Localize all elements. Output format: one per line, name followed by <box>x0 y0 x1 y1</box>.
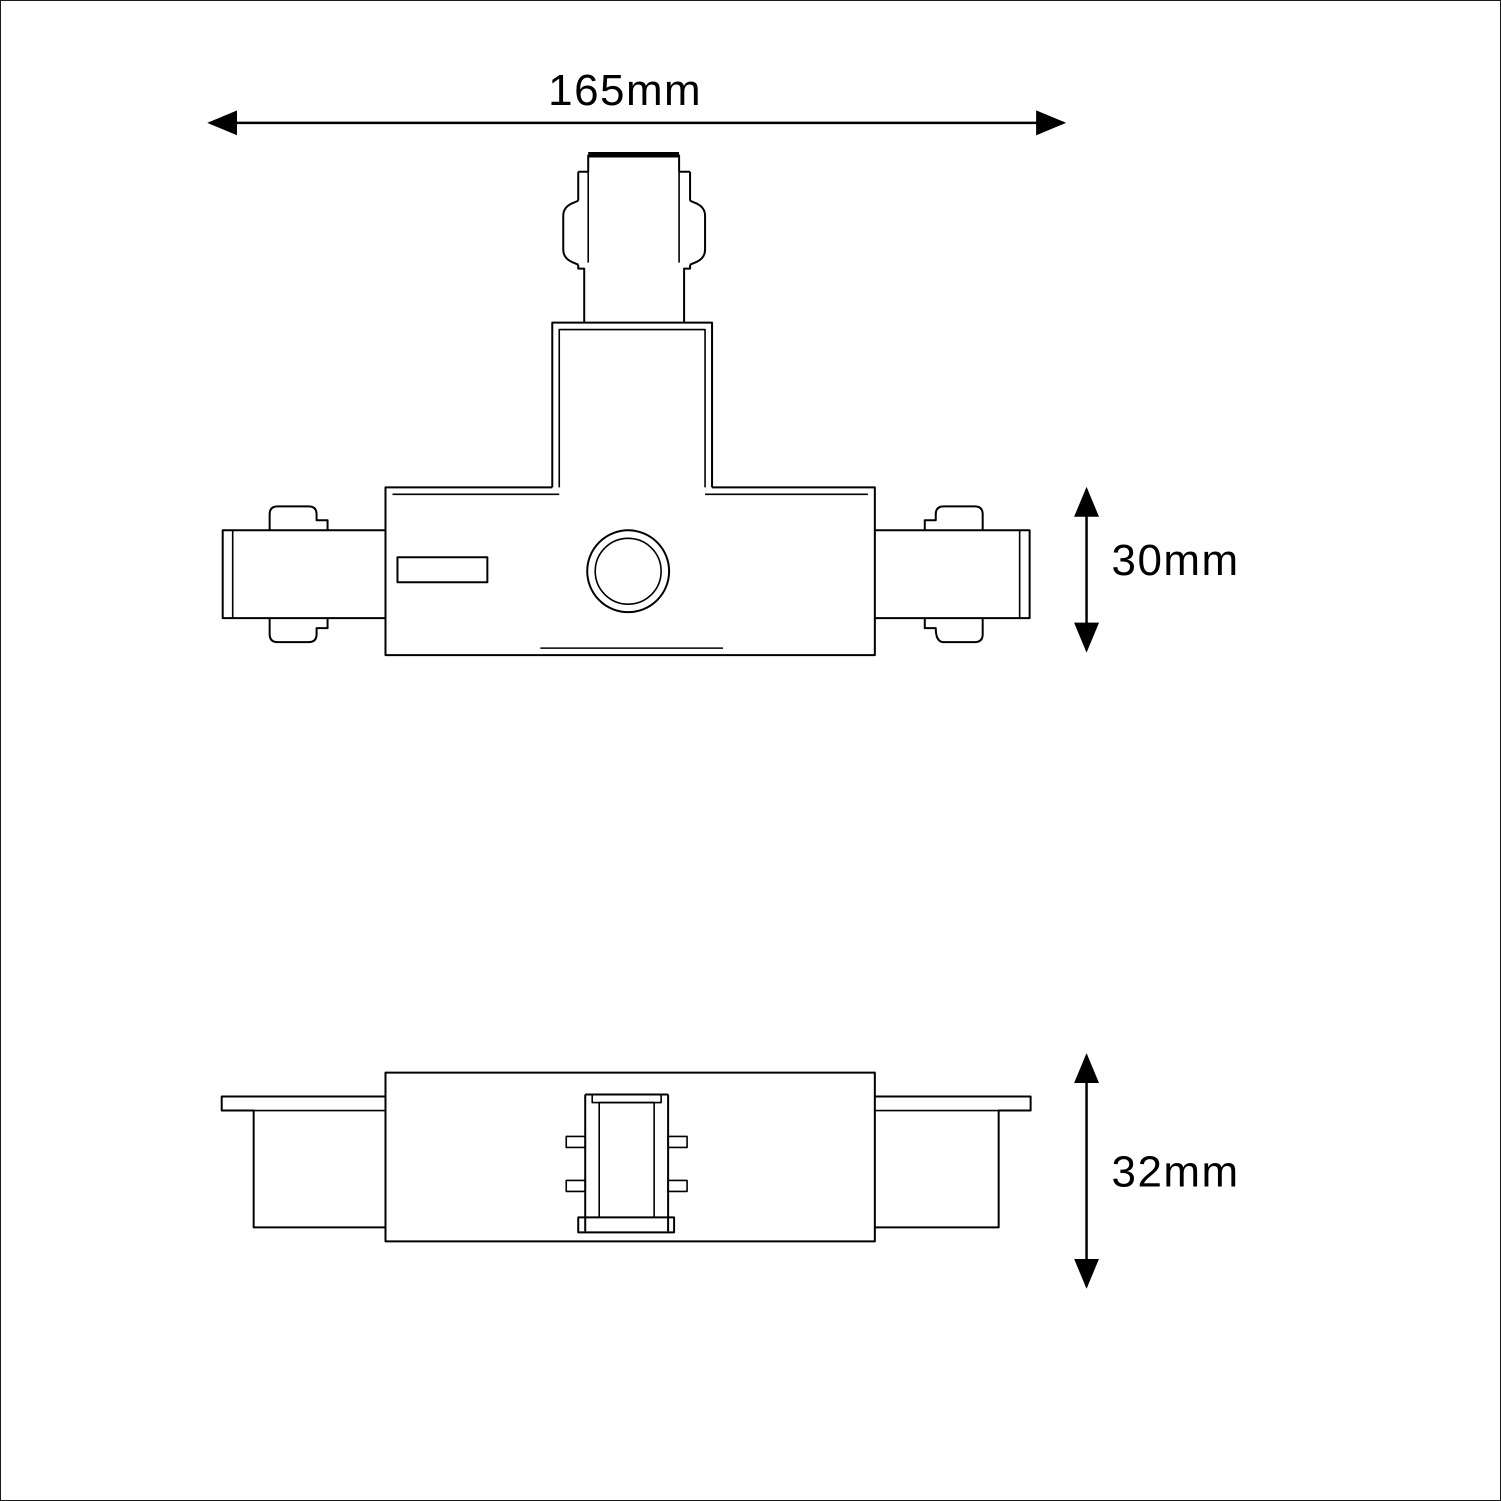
contact-block-bottom-cap <box>577 1216 676 1234</box>
width-dimension-label: 165mm <box>548 66 702 115</box>
contact-pin-right-lower <box>667 1179 688 1193</box>
height-32-dimension-label: 32mm <box>1112 1147 1240 1196</box>
top-plug <box>562 152 707 323</box>
label-slot <box>396 556 489 584</box>
plug-neck <box>577 264 692 323</box>
housing-outline <box>384 486 876 657</box>
plug-inner-sides <box>587 171 680 263</box>
side-left-rail-outline <box>220 1095 386 1229</box>
left-rail-bottom-clip <box>268 618 329 644</box>
center-knob-outer-circle <box>586 529 671 614</box>
contact-block-outline <box>584 1093 670 1232</box>
vertical-branch-body <box>551 321 714 488</box>
right-rail-bottom-clip <box>923 618 984 644</box>
top-view-drawing <box>221 152 1031 657</box>
branch-outer-wall <box>551 321 714 488</box>
side-view-height-dimension: 32mm <box>1074 1053 1240 1289</box>
side-left-rail <box>220 1095 386 1229</box>
plug-right-tab <box>689 199 707 266</box>
right-rail-outline <box>874 529 1031 620</box>
left-rail-top-clip <box>268 505 329 531</box>
plug-outer-sides <box>577 171 692 201</box>
contact-block-inner-walls <box>598 1101 655 1218</box>
plug-left-tab <box>562 199 579 266</box>
left-rail-outline <box>221 529 386 620</box>
contact-pin-right-upper <box>667 1135 688 1149</box>
height-30-dimension-label: 30mm <box>1112 536 1240 585</box>
side-right-rail <box>874 1095 1032 1229</box>
right-rail-arm <box>874 505 1031 644</box>
plug-cap-sides <box>587 154 681 172</box>
contact-pin-left-lower <box>565 1179 587 1193</box>
side-contact-block <box>565 1093 688 1234</box>
right-rail-top-clip <box>923 505 984 531</box>
branch-inner-wall <box>558 328 706 488</box>
width-dimension: 165mm <box>207 66 1067 136</box>
side-view-drawing <box>220 1071 1032 1243</box>
top-view-height-dimension: 30mm <box>1074 486 1240 653</box>
side-right-rail-outline <box>874 1095 1032 1229</box>
side-main-housing <box>384 1071 876 1243</box>
main-housing <box>384 486 876 657</box>
contact-block-top-cap <box>591 1093 662 1104</box>
contact-pin-left-upper <box>565 1135 587 1149</box>
center-knob-inner-circle <box>594 537 662 605</box>
left-rail-arm <box>221 505 386 644</box>
